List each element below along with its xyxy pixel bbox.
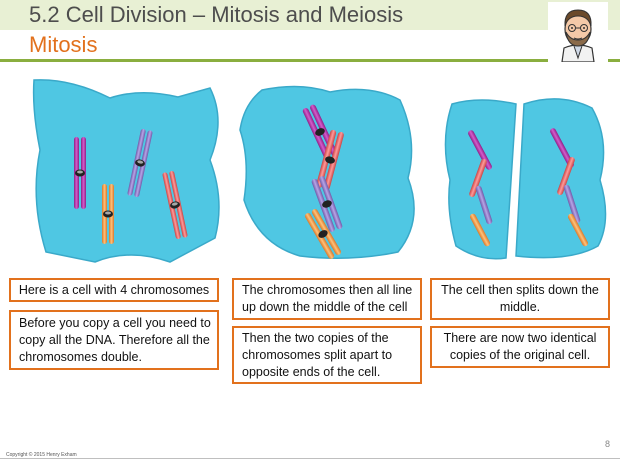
cell-panel-1 — [32, 79, 220, 263]
chromosome-red-left — [469, 159, 487, 197]
caption-text: Before you copy a cell you need to copy … — [19, 315, 211, 364]
chromosome-purple-doubled — [311, 176, 343, 232]
header-band — [0, 0, 620, 30]
chromosome-orange — [102, 184, 114, 244]
cell-panel-3 — [444, 98, 607, 260]
caption-text: Then the two copies of the chromosomes s… — [242, 330, 393, 379]
panel-1-caption-top: Here is a cell with 4 chromosomes — [9, 278, 219, 302]
chromosome-red-doubled — [316, 129, 344, 191]
cell-body — [239, 85, 415, 259]
chromosome-orange-left — [469, 213, 491, 247]
panel-3-caption-top: The cell then splits down the middle. — [430, 278, 610, 320]
header-divider — [0, 59, 620, 62]
caption-text: The chromosomes then all line up down th… — [242, 283, 413, 314]
teacher-avatar-icon — [548, 2, 608, 62]
chromosome-magenta-left — [468, 130, 492, 170]
mitosis-diagram — [32, 79, 607, 263]
cell-panel-2 — [239, 85, 415, 259]
caption-text: Here is a cell with 4 chromosomes — [18, 282, 210, 297]
chromosome-purple-left — [475, 185, 493, 225]
chromosome-orange-doubled — [305, 209, 341, 259]
page-number: 8 — [605, 439, 611, 449]
cell-left-half — [444, 99, 517, 260]
chromosome-purple-right — [563, 184, 581, 224]
panel-2-caption-top: The chromosomes then all line up down th… — [232, 278, 422, 320]
chromosome-magenta — [74, 137, 86, 209]
chromosome-red — [162, 170, 188, 240]
panel-3-caption-bottom: There are now two identical copies of th… — [430, 326, 610, 368]
caption-text: There are now two identical copies of th… — [443, 331, 597, 362]
footer-divider — [0, 458, 620, 459]
chromosome-orange-right — [567, 213, 589, 247]
slide-subtitle: Mitosis — [29, 32, 98, 57]
chromosome-red-right — [557, 157, 575, 195]
chromosome-purple — [127, 128, 153, 198]
slide-header: 5.2 Cell Division – Mitosis and Meiosis … — [0, 0, 620, 62]
copyright-text: Copyright © 2015 Henry Exham — [6, 452, 77, 458]
chromosome-magenta-right — [550, 128, 574, 168]
slide-title: 5.2 Cell Division – Mitosis and Meiosis — [29, 2, 404, 27]
cell-body — [32, 79, 220, 263]
panel-1-caption-bottom: Before you copy a cell you need to copy … — [9, 310, 219, 370]
panel-2-caption-bottom: Then the two copies of the chromosomes s… — [232, 326, 422, 384]
cell-right-half — [515, 98, 607, 259]
caption-text: The cell then splits down the middle. — [441, 283, 599, 314]
